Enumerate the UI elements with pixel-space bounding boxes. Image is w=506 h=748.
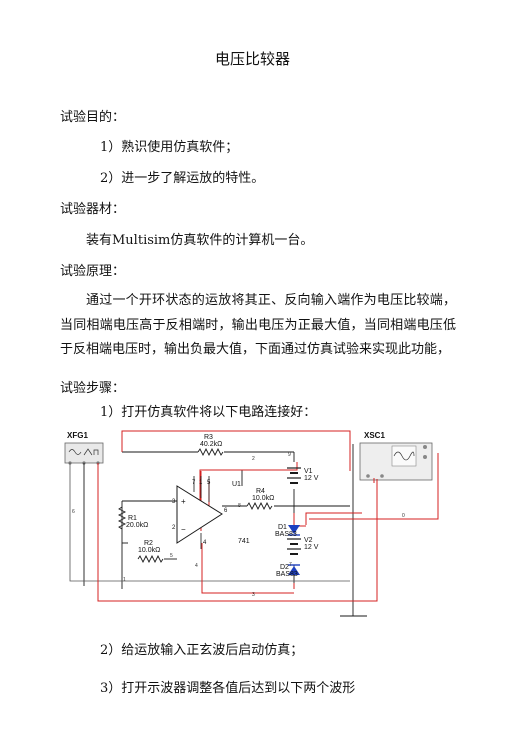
- resistor-r4: R4 10.0kΩ: [246, 488, 274, 511]
- v1-value: 12 V: [304, 475, 319, 482]
- svg-text:2: 2: [252, 456, 255, 462]
- resistor-r3: R3 40.2kΩ: [197, 434, 224, 457]
- steps-item-2: 2）给运放输入正玄波后启动仿真；: [100, 643, 304, 658]
- function-generator: XFG1: [64, 431, 104, 465]
- steps-item-3: 3）打开示波器调整各值后达到以下两个波形: [100, 681, 356, 696]
- r1-label: R1: [128, 515, 137, 522]
- page-title: 电压比较器: [215, 50, 291, 68]
- diode-d2: D2 BAS83: [276, 564, 300, 578]
- d2-type: BAS83: [276, 571, 298, 578]
- d1-label: D1: [278, 524, 287, 531]
- resistor-r2: R2 10.0kΩ: [137, 540, 164, 564]
- svg-text:7: 7: [192, 480, 196, 486]
- svg-text:2: 2: [172, 525, 176, 531]
- r2-value: 10.0kΩ: [138, 547, 160, 554]
- equipment-text: 装有Multisim仿真软件的计算机一台。: [86, 233, 314, 248]
- v2-label: V2: [304, 537, 313, 544]
- purpose-heading: 试验目的：: [60, 110, 126, 125]
- svg-text:1: 1: [123, 577, 126, 583]
- v2-value: 12 V: [304, 544, 319, 551]
- xsc-label: XSC1: [364, 431, 385, 440]
- opamp-u1: + − U1 741 7 1 5 4 3 2 6: [172, 476, 250, 549]
- purpose-item-2: 2）进一步了解运放的特性。: [100, 171, 265, 186]
- battery-v2: V2 12 V: [287, 537, 319, 555]
- r3-label: R3: [204, 434, 213, 441]
- purpose-item-1: 1）熟识使用仿真软件；: [100, 140, 239, 155]
- equipment-heading: 试验器材：: [60, 202, 126, 217]
- r3-value: 40.2kΩ: [200, 441, 222, 448]
- v1-label: V1: [304, 468, 313, 475]
- battery-v1: V1 12 V: [287, 467, 319, 484]
- r4-label: R4: [256, 488, 265, 495]
- svg-text:5: 5: [170, 553, 173, 559]
- svg-text:3: 3: [252, 592, 255, 598]
- svg-text:0: 0: [402, 513, 405, 519]
- d1-type: BAS83: [275, 531, 297, 538]
- node-labels: 1 2 3 4 5 6 7 8 9 0: [72, 452, 405, 598]
- svg-text:1: 1: [199, 480, 203, 486]
- r4-value: 10.0kΩ: [252, 495, 274, 502]
- svg-text:−: −: [181, 525, 186, 534]
- diode-d1: D1 BAS83: [275, 524, 300, 538]
- svg-text:9: 9: [288, 452, 291, 458]
- svg-text:6: 6: [72, 509, 75, 515]
- svg-text:8: 8: [238, 503, 241, 509]
- oscilloscope: XSC1: [359, 431, 433, 481]
- r1-value: 20.0kΩ: [126, 522, 148, 529]
- svg-text:+: +: [181, 497, 186, 506]
- circuit-diagram: XFG1 XSC1: [62, 421, 448, 627]
- r2-label: R2: [144, 540, 153, 547]
- svg-text:6: 6: [224, 508, 228, 514]
- svg-text:4: 4: [195, 563, 198, 569]
- resistor-r1: R1 20.0kΩ: [117, 506, 148, 530]
- d2-label: D2: [280, 564, 289, 571]
- steps-heading: 试验步骤：: [60, 381, 126, 396]
- u1-label: U1: [232, 481, 241, 488]
- xfg-label: XFG1: [67, 431, 88, 440]
- svg-text:7: 7: [289, 562, 292, 568]
- principle-heading: 试验原理：: [60, 264, 126, 279]
- svg-text:4: 4: [203, 540, 207, 546]
- u1-type: 741: [238, 538, 250, 545]
- principle-text: 通过一个开环状态的运放将其正、反向输入端作为电压比较端，当同相端电压高于反相端时…: [60, 293, 456, 357]
- svg-text:5: 5: [207, 480, 211, 486]
- svg-text:3: 3: [172, 499, 176, 505]
- steps-item-1: 1）打开仿真软件将以下电路连接好：: [100, 405, 317, 420]
